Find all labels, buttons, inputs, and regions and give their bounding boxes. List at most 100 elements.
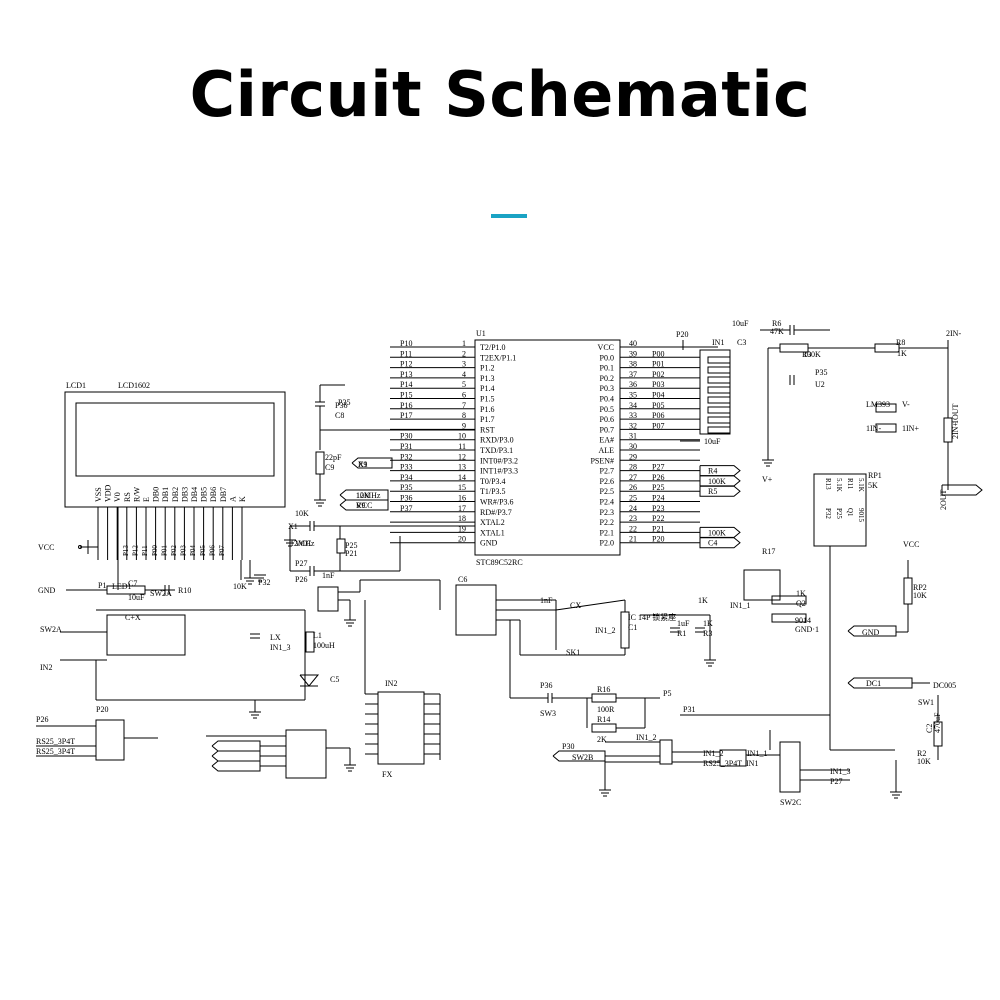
- pin-number: 16: [458, 494, 466, 503]
- pin-name: VCC: [598, 343, 614, 352]
- schematic-label: R5: [708, 487, 717, 496]
- pin-number: 21: [629, 535, 637, 544]
- pin-name: P0.1: [600, 364, 614, 373]
- net-label: P01: [160, 545, 168, 556]
- schematic-label: V+: [762, 475, 773, 484]
- schematic-label: SW3: [540, 709, 556, 718]
- schematic-label: C5: [330, 675, 339, 684]
- schematic-label: P25: [835, 508, 843, 519]
- crystal: [336, 538, 346, 554]
- schematic-label: LED1: [112, 582, 132, 591]
- schematic-label: SW1: [918, 698, 934, 707]
- schematic-label: 9014: [795, 616, 811, 625]
- pin-name: ALE: [598, 446, 614, 455]
- schematic-label: VCC: [295, 539, 311, 548]
- transformer: [659, 739, 673, 765]
- lcd-pin-name: DB5: [200, 487, 209, 502]
- pin-number: 24: [629, 504, 637, 513]
- pin-number: 35: [629, 391, 637, 400]
- net-label: P33: [400, 463, 412, 472]
- resistor: [315, 451, 325, 475]
- pin-name: RD#/P3.7: [480, 508, 512, 517]
- wire-box: [743, 569, 781, 601]
- schematic-label: 100R: [597, 705, 615, 714]
- pin-number: 32: [629, 421, 637, 430]
- schematic-label: 10K: [913, 591, 927, 600]
- pin-name: T2/P1.0: [480, 343, 506, 352]
- pin-number: 27: [629, 473, 637, 482]
- schematic-label: 1K: [698, 596, 708, 605]
- schematic-label: R10: [178, 586, 191, 595]
- schematic-label: 5.1K: [835, 478, 843, 492]
- pin-name: P0.2: [600, 374, 614, 383]
- resistor: [707, 356, 731, 364]
- net-label: P25: [652, 483, 664, 492]
- schematic-label: R9: [356, 501, 365, 510]
- schematic-label: GND: [862, 628, 880, 637]
- schematic-label: FX: [382, 770, 392, 779]
- pin-number: 3: [462, 360, 466, 369]
- net-flag: [339, 499, 389, 511]
- schematic-label: R13: [824, 478, 832, 490]
- schematic-label: 10K: [356, 491, 370, 500]
- schematic-label: V-: [902, 400, 910, 409]
- schematic-label: IN2: [385, 679, 397, 688]
- schematic-label: SW2C: [780, 798, 801, 807]
- schematic-label: IC 14P 锁紧座: [628, 612, 676, 622]
- schematic-label: IN2: [40, 663, 52, 672]
- pin-name: P0.3: [600, 384, 614, 393]
- net-label: P02: [170, 545, 178, 556]
- schematic-label: IN1: [746, 759, 758, 768]
- schematic-label: IN1_3: [830, 767, 850, 776]
- pin-name: P1.2: [480, 364, 494, 373]
- schematic-label: Q1: [846, 508, 854, 517]
- schematic-label: 1uF: [677, 619, 690, 628]
- schematic-label: 5.1K: [857, 478, 865, 492]
- pin-name: P1.7: [480, 415, 494, 424]
- schematic-label: 100uH: [313, 641, 335, 650]
- net-label: P05: [199, 545, 207, 556]
- net-label: P20: [652, 535, 664, 544]
- pin-name: P2.0: [600, 539, 614, 548]
- schematic-label: SW2A: [150, 589, 172, 598]
- net-label: P03: [652, 380, 664, 389]
- schematic-label: VCC: [903, 540, 919, 549]
- schematic-label: P5: [663, 689, 671, 698]
- schematic-label: C1: [628, 623, 637, 632]
- schematic-label: R11: [846, 478, 854, 490]
- schematic-label: C3: [737, 338, 746, 347]
- schematic-label: 10uF: [732, 319, 749, 328]
- pin-number: 15: [458, 483, 466, 492]
- schematic-label: 22pF: [325, 453, 342, 462]
- lcd-pin-name: E: [142, 497, 151, 502]
- lcd-pin-name: DB7: [219, 487, 228, 502]
- lcd-pin-name: V0: [113, 492, 122, 502]
- schematic-label: 12MHz: [290, 539, 315, 548]
- pin-number: 25: [629, 494, 637, 503]
- pin-name: P2.5: [600, 487, 614, 496]
- net-flag: [847, 625, 897, 637]
- net-label: P06: [652, 411, 664, 420]
- net-label: P02: [652, 370, 664, 379]
- resistor: [707, 406, 731, 414]
- schematic-label: P20: [676, 330, 688, 339]
- pin-number: 13: [458, 463, 466, 472]
- schematic-label: R6: [772, 319, 781, 328]
- resistor: [719, 749, 747, 767]
- pin-number: 1: [462, 339, 466, 348]
- schematic-label: P26: [295, 575, 307, 584]
- schematic-label: R8: [896, 338, 905, 347]
- schematic-label: 10K: [295, 509, 309, 518]
- net-label: P01: [652, 360, 664, 369]
- net-label: P12: [400, 360, 412, 369]
- schematic-label: LM393: [866, 400, 890, 409]
- schematic-label: P36: [540, 681, 552, 690]
- pin-number: 18: [458, 514, 466, 523]
- lcd-pin-name: DB3: [180, 487, 189, 502]
- pin-name: P1.6: [480, 405, 494, 414]
- pin-name: T0/P3.4: [480, 477, 506, 486]
- pin-name: WR#/P3.6: [480, 498, 514, 507]
- resistor: [707, 416, 731, 424]
- net-label: P26: [652, 473, 664, 482]
- schematic-label: LX: [270, 633, 281, 642]
